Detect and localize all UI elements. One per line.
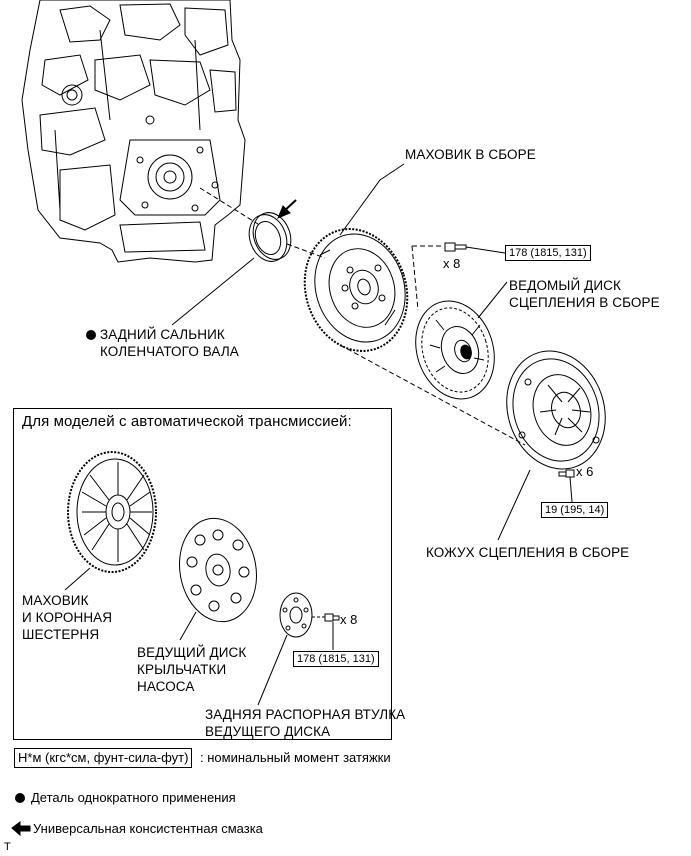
clutch-cover-illustration: [506, 350, 606, 470]
legend-torque-unit: Н*м (кгс*см, фунт-сила-фут): [14, 748, 193, 768]
flywheel-bolt: [444, 242, 467, 252]
legend-grease-text: Универсальная консистентная смазка: [33, 821, 263, 836]
cover-bolt-torque: 19 (195, 14): [541, 502, 609, 518]
clutch-disc-illustration: [415, 300, 495, 400]
legend-torque-description: : номинальный момент затяжки: [200, 750, 391, 765]
at-flywheel-ring-illustration: [67, 451, 157, 573]
engine-block-illustration: [21, 0, 246, 263]
at-drive-plate-illustration: [179, 517, 257, 623]
at-flywheel-ring-label: МАХОВИК И КОРОННАЯ ШЕСТЕРНЯ: [22, 593, 113, 642]
flywheel-label: МАХОВИК В СБОРЕ: [405, 147, 536, 162]
legend-non-reusable-text: Деталь однократного применения: [31, 790, 236, 805]
at-spacer-label: ЗАДНЯЯ РАСПОРНАЯ ВТУЛКА ВЕДУЩЕГО ДИСКА: [205, 707, 406, 739]
non-reusable-bullet-icon: [86, 330, 96, 340]
flywheel-bolt-torque: 178 (1815, 131): [505, 245, 591, 261]
oil-seal-illustration: [248, 212, 292, 262]
at-bolt-quantity: x 8: [340, 612, 358, 627]
legend-non-reusable-icon: [15, 793, 25, 803]
clutch-cover-label: КОЖУХ СЦЕПЛЕНИЯ В СБОРЕ: [426, 545, 630, 560]
at-spacer-illustration: [279, 592, 313, 638]
oil-seal-label: ЗАДНИЙ САЛЬНИК КОЛЕНЧАТОГО ВАЛА: [100, 327, 239, 359]
at-drive-plate-label: ВЕДУЩИЙ ДИСК КРЫЛЬЧАТКИ НАСОСА: [137, 645, 247, 694]
cover-bolt: [558, 469, 575, 478]
corner-mark: T: [4, 841, 11, 853]
flywheel-illustration: [303, 228, 409, 352]
at-models-panel: [13, 408, 392, 740]
at-bolt: [324, 613, 340, 622]
cover-bolt-quantity: x 6: [576, 464, 594, 479]
at-section-title: Для моделей с автоматической трансмиссие…: [22, 413, 352, 430]
flywheel-bolt-quantity: x 8: [443, 256, 461, 271]
at-bolt-torque: 178 (1815, 131): [293, 651, 379, 667]
grease-arrow-icon: [12, 822, 32, 836]
clutch-disc-label: ВЕДОМЫЙ ДИСК СЦЕПЛЕНИЯ В СБОРЕ: [509, 278, 660, 310]
